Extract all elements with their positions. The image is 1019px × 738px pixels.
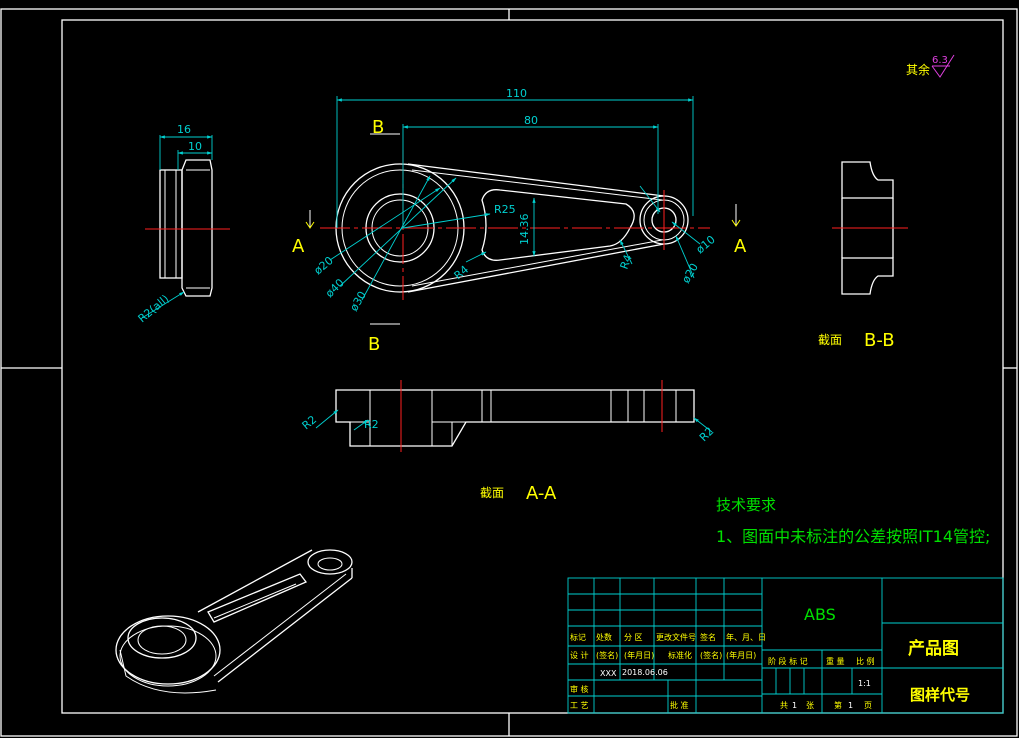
- tb-stage-label: 阶 段 标 记: [768, 656, 808, 666]
- tb-scale: 1:1: [858, 679, 871, 688]
- roughness-value: 6.3: [932, 55, 948, 66]
- tb-design-label: 设 计: [570, 650, 589, 660]
- title-block: 标记 处数 分 区 更改文件号 签名 年、月、日 设 计 (签名) (年月日) …: [567, 577, 1004, 714]
- dim-phi10: ø10: [694, 233, 718, 256]
- dim-10: 10: [188, 140, 202, 153]
- tb-weight-label: 重 量: [826, 656, 845, 666]
- tb-sign-label: 签名: [700, 632, 716, 642]
- tb-scale-label: 比 例: [856, 656, 875, 666]
- tb-change-doc-label: 更改文件号: [656, 632, 696, 642]
- section-aa-label: 截面: [480, 486, 504, 500]
- dim-r2-all: R2(all): [136, 292, 172, 325]
- section-marker-a-left: A: [292, 236, 305, 257]
- tb-total-unit: 张: [806, 701, 814, 710]
- tb-sheet-prefix: 第: [834, 700, 842, 710]
- tb-mark-label: 标记: [570, 632, 586, 642]
- tb-sheet: 1: [848, 701, 853, 710]
- section-bb-name: B-B: [864, 330, 895, 351]
- section-marker-b-top: B: [372, 117, 384, 138]
- tb-design-date-value: 2018.06.06: [622, 668, 668, 677]
- section-b-b: 截面 B-B: [818, 161, 908, 351]
- roughness-symbol: 其余 6.3: [906, 54, 955, 78]
- dim-16: 16: [177, 123, 191, 136]
- tb-design-date: (年月日): [624, 650, 654, 660]
- tb-date-label: 年、月、日: [726, 632, 766, 642]
- dim-80: 80: [524, 114, 538, 127]
- tech-item-1: 1、图面中未标注的公差按照IT14管控;: [716, 527, 990, 546]
- dim-phi40: ø40: [323, 276, 347, 300]
- dim-r4-right: R4: [618, 253, 635, 271]
- tb-design-sign: (签名): [596, 650, 618, 660]
- sheet-frame: [0, 8, 1018, 737]
- tb-count-label: 处数: [596, 632, 612, 642]
- tb-drawing-no: 图样代号: [910, 686, 970, 704]
- tb-process-label: 工 艺: [570, 701, 589, 710]
- dim-110: 110: [506, 87, 527, 100]
- dim-14-36: 14.36: [518, 214, 531, 246]
- tb-standard-sign: (签名): [700, 650, 722, 660]
- dim-phi20: ø20: [312, 254, 336, 277]
- dim-r25: R25: [494, 203, 516, 216]
- tb-sheet-unit: 页: [864, 701, 872, 710]
- tb-total-prefix: 共: [780, 701, 788, 710]
- roughness-label: 其余: [906, 62, 930, 77]
- section-bb-label: 截面: [818, 333, 842, 347]
- section-a-a: R2 R2 R2 截面 A-A: [300, 380, 717, 504]
- tb-zone-label: 分 区: [624, 633, 643, 642]
- section-marker-a-right: A: [734, 236, 747, 257]
- technical-notes: 技术要求 1、图面中未标注的公差按照IT14管控;: [716, 496, 990, 546]
- tb-review-label: 审 核: [570, 684, 589, 694]
- section-aa-name: A-A: [526, 483, 557, 504]
- tb-standard-date: (年月日): [726, 650, 756, 660]
- tb-designer: XXX: [600, 669, 617, 678]
- tb-approve-label: 批 准: [670, 700, 689, 710]
- dim-r2-b: R2: [364, 418, 379, 431]
- tb-standard-label: 标准化: [668, 650, 692, 660]
- dim-r4-left: R4: [452, 263, 472, 282]
- dim-r2-c: R2: [697, 425, 717, 445]
- tech-title: 技术要求: [716, 496, 776, 514]
- front-view: 110 80 R25 14.36 ø20 ø40 ø30 R4 R4 ø10 ø…: [292, 87, 747, 355]
- side-view: 16 10 R2(all): [136, 123, 230, 325]
- tb-material: ABS: [804, 605, 836, 624]
- dim-r2-a: R2: [300, 413, 320, 432]
- tb-total: 1: [792, 701, 797, 710]
- dim-phi20-right: ø20: [679, 261, 701, 285]
- tb-product: 产品图: [908, 638, 959, 659]
- section-marker-b-bottom: B: [368, 334, 380, 355]
- isometric-view: [115, 549, 353, 694]
